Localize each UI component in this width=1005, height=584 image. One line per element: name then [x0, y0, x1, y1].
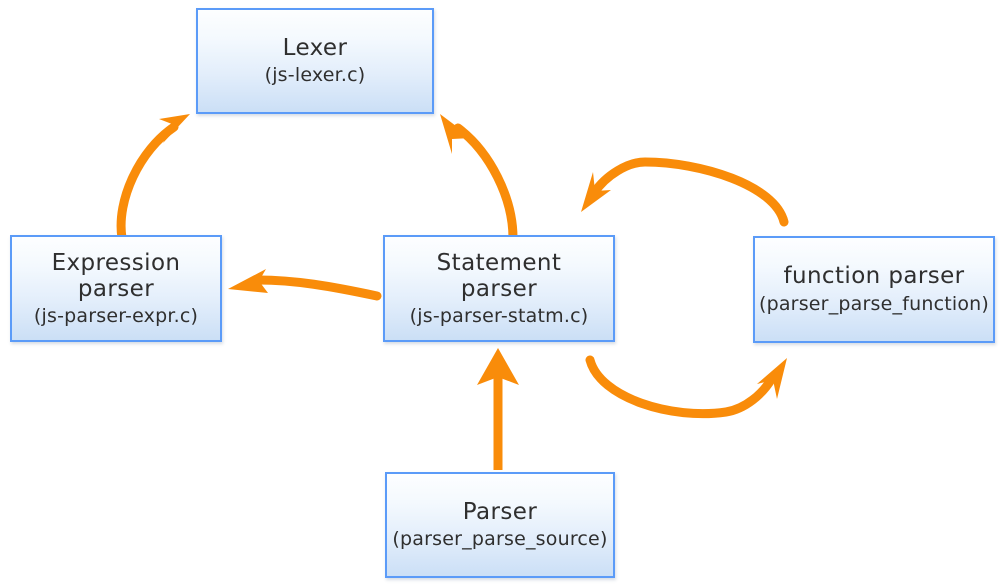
arrow-expression-to-lexer	[116, 114, 190, 243]
node-parser-subtitle: (parser_parse_source)	[392, 528, 608, 551]
node-statement-parser-subtitle: (js-parser-statm.c)	[409, 304, 589, 327]
node-lexer-subtitle: (js-lexer.c)	[264, 64, 366, 87]
node-parser-title: Parser	[462, 498, 538, 525]
node-function-parser-title: function parser	[783, 263, 965, 290]
node-function-parser-subtitle: (parser_parse_function)	[758, 292, 990, 315]
arrow-statement-to-function	[585, 355, 787, 419]
arrow-statement-to-expression	[228, 269, 382, 301]
node-statement-parser-title-line1: Statement	[436, 249, 562, 276]
node-expression-parser-title-line1: Expression	[51, 249, 181, 276]
node-expression-parser-subtitle: (js-parser-expr.c)	[33, 304, 199, 327]
arrow-statement-to-lexer	[440, 114, 518, 243]
node-statement-parser[interactable]: Statement parser (js-parser-statm.c)	[383, 235, 615, 342]
node-statement-parser-title-line2: parser	[460, 276, 538, 303]
node-expression-parser-title-line2: parser	[77, 276, 155, 303]
node-parser[interactable]: Parser (parser_parse_source)	[385, 472, 615, 578]
node-expression-parser[interactable]: Expression parser (js-parser-expr.c)	[10, 235, 222, 342]
arrow-function-to-statement	[581, 157, 789, 227]
node-function-parser[interactable]: function parser (parser_parse_function)	[753, 236, 995, 343]
node-lexer[interactable]: Lexer (js-lexer.c)	[196, 8, 434, 114]
arrow-parser-to-statement	[477, 348, 519, 470]
node-lexer-title: Lexer	[282, 34, 348, 61]
